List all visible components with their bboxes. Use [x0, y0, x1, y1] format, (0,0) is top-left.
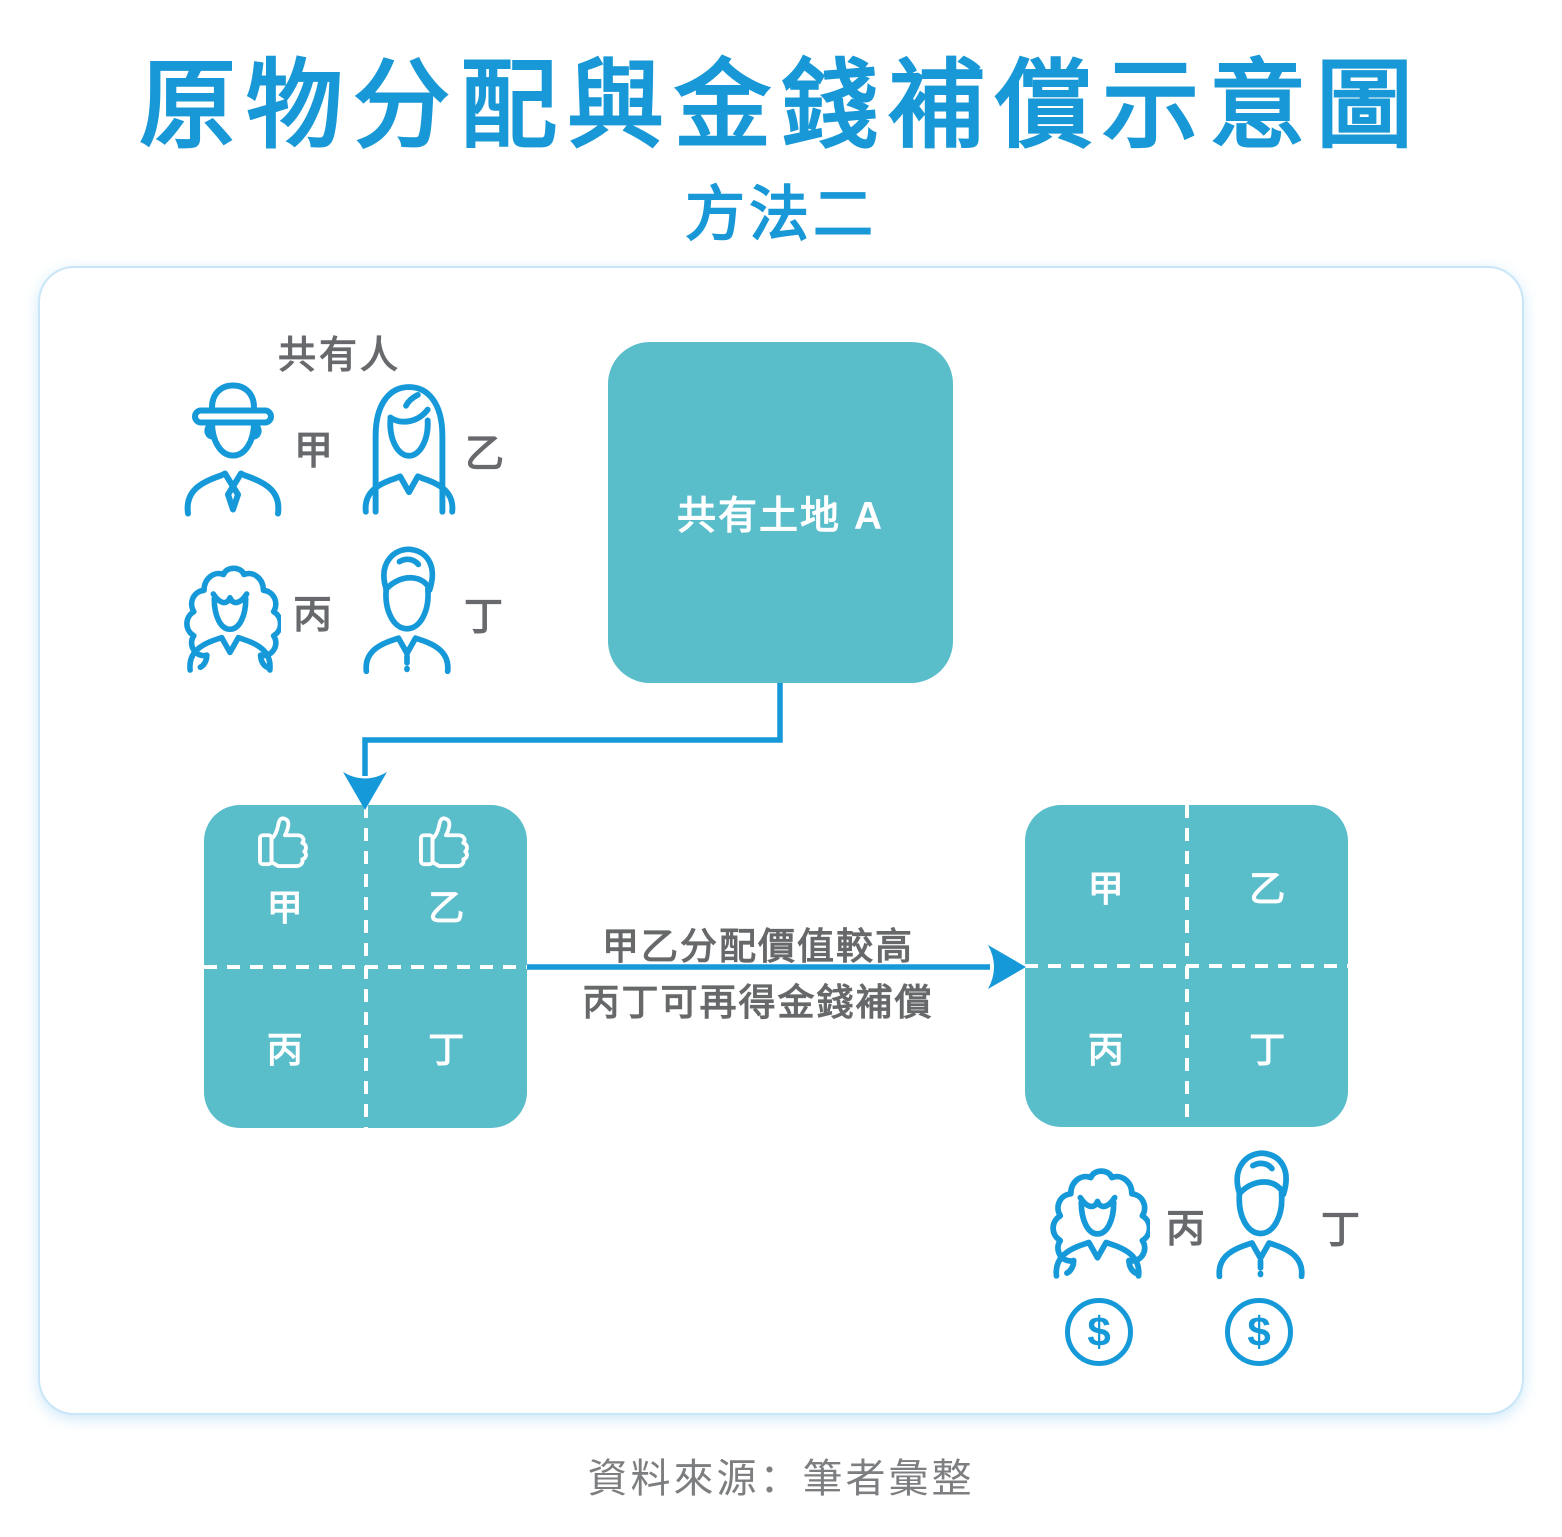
- quadrant-label: 丙: [1087, 1028, 1124, 1070]
- compensated-label-bing: 丙: [1166, 1208, 1206, 1251]
- source-note: 資料來源：筆者彙整: [587, 1457, 975, 1501]
- quadrant-divider-horizontal: [1025, 964, 1348, 968]
- owners-group-label: 共有人: [278, 335, 402, 377]
- woman-long-hair-icon: [355, 373, 463, 517]
- quadrant-ding: 丁: [1187, 966, 1349, 1127]
- diagram-panel: 共有人 甲 乙 丙 丁 共有土地 A 甲: [40, 268, 1522, 1413]
- elbow-connector-line: [362, 683, 783, 776]
- dollar-coin-icon: $: [1065, 1298, 1133, 1366]
- quadrant-label: 乙: [1249, 867, 1286, 909]
- quadrant-jia: 甲: [1025, 805, 1187, 966]
- quadrant-bing: 丙: [1025, 966, 1187, 1127]
- quadrant-ding: 丁: [366, 967, 528, 1129]
- thumbs-up-icon: [418, 816, 474, 868]
- thumbs-up-icon: [257, 816, 313, 868]
- quadrant-divider-horizontal: [204, 964, 527, 969]
- man-swept-hair-icon: [1208, 1141, 1313, 1282]
- page-title: 原物分配與金錢補償示意圖: [139, 51, 1423, 160]
- allocation-square-after: 甲 乙 丙 丁: [1025, 805, 1348, 1127]
- quadrant-label: 丙: [266, 1029, 303, 1071]
- quadrant-yi: 乙: [1187, 805, 1349, 966]
- compensated-label-ding: 丁: [1321, 1209, 1361, 1252]
- allocation-square-before: 甲 乙 丙 丁: [204, 805, 527, 1128]
- page-subtitle: 方法二: [685, 181, 877, 248]
- owner-label-jia: 甲: [294, 430, 334, 473]
- quadrant-label: 甲: [266, 887, 303, 929]
- owner-label-yi: 乙: [465, 433, 505, 476]
- dollar-coin-icon: $: [1225, 1298, 1293, 1366]
- transition-note-line2: 丙丁可再得金錢補償: [582, 982, 934, 1023]
- transition-note-line1: 甲乙分配價值較高: [602, 926, 914, 967]
- quadrant-label: 丁: [428, 1029, 465, 1071]
- woman-curly-hair-icon: [179, 536, 281, 678]
- quadrant-label: 乙: [428, 887, 465, 929]
- quadrant-bing: 丙: [204, 967, 366, 1129]
- dollar-symbol: $: [1247, 1308, 1271, 1355]
- quadrant-label: 丁: [1249, 1028, 1286, 1070]
- quadrant-label: 甲: [1087, 867, 1124, 909]
- woman-curly-hair-icon: [1045, 1140, 1150, 1282]
- man-swept-hair-icon: [355, 537, 459, 677]
- owner-label-ding: 丁: [464, 596, 504, 639]
- shared-land-box: 共有土地 A: [608, 342, 953, 683]
- shared-land-label: 共有土地 A: [676, 494, 884, 538]
- owner-label-bing: 丙: [293, 594, 333, 637]
- man-hat-icon: [178, 374, 288, 517]
- quadrant-jia: 甲: [204, 805, 366, 955]
- dollar-symbol: $: [1087, 1308, 1111, 1355]
- quadrant-yi: 乙: [366, 805, 528, 955]
